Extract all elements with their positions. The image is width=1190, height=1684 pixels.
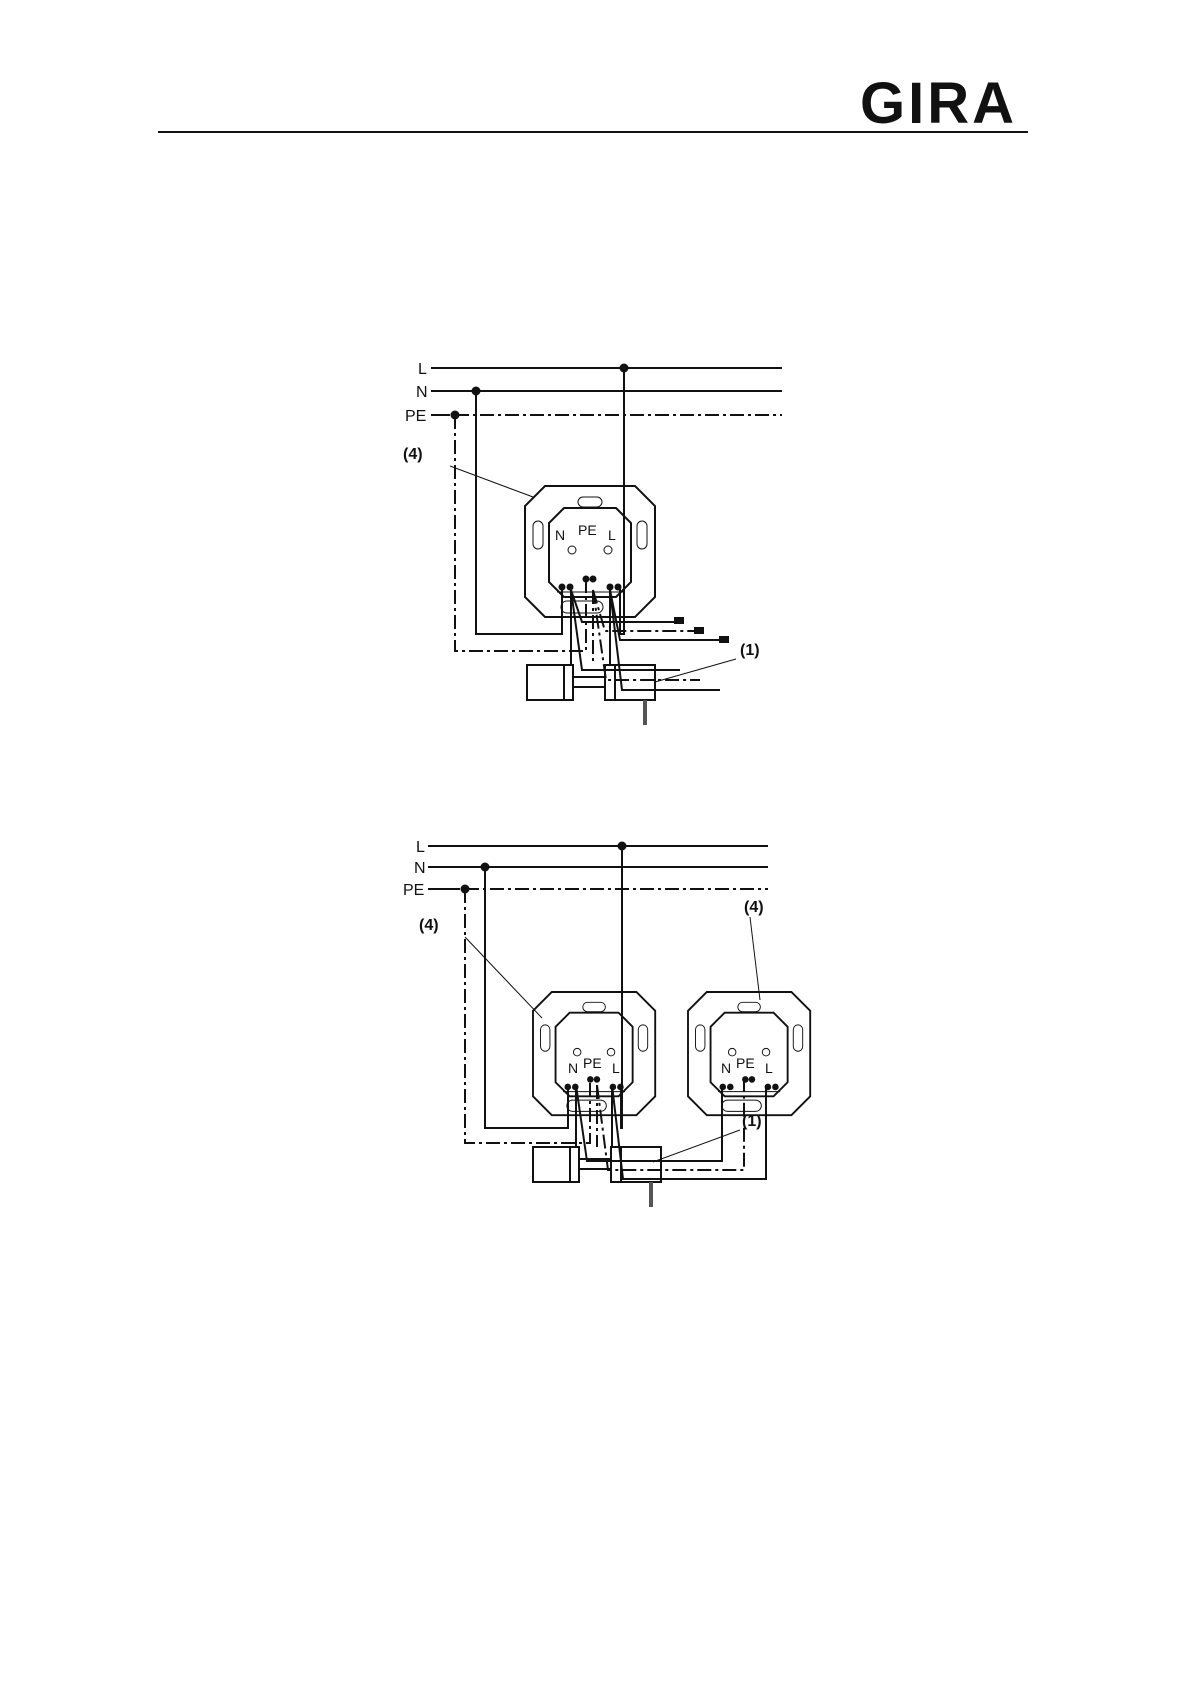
bus-label-l: L <box>418 361 427 378</box>
terminal-label-n: N <box>721 1060 731 1076</box>
device-ref-label: (1) <box>740 642 760 659</box>
socket-module-left <box>532 991 657 1117</box>
bus-label-n: N <box>416 384 428 401</box>
diagram-single-socket: L N PE N PE L (4) (1) <box>403 361 782 726</box>
terminal-label-l: L <box>608 527 616 543</box>
socket-module-right <box>687 991 812 1117</box>
bus-label-l: L <box>416 839 425 856</box>
diagram-double-socket: L N PE N PE L N PE L (4) (4) (1) <box>403 839 812 1208</box>
terminal-label-l: L <box>765 1060 773 1076</box>
terminal-label-n: N <box>568 1060 578 1076</box>
terminal-label-l: L <box>612 1060 620 1076</box>
terminal-label-n: N <box>555 527 565 543</box>
bus-label-n: N <box>414 860 426 877</box>
module-ref-label-left: (4) <box>419 917 439 934</box>
gira-logo: GIRA <box>860 71 1017 136</box>
module-ref-label: (4) <box>403 446 423 463</box>
socket-module <box>524 485 656 618</box>
device-insert <box>526 664 656 726</box>
terminal-label-pe: PE <box>583 1055 602 1071</box>
bus-label-pe: PE <box>405 408 426 425</box>
device-insert <box>532 1146 662 1208</box>
device-ref-label: (1) <box>742 1113 762 1130</box>
bus-label-pe: PE <box>403 882 424 899</box>
module-ref-label-right: (4) <box>744 899 764 916</box>
terminal-label-pe: PE <box>736 1055 755 1071</box>
header-rule <box>158 131 1028 133</box>
terminal-label-pe: PE <box>578 522 597 538</box>
